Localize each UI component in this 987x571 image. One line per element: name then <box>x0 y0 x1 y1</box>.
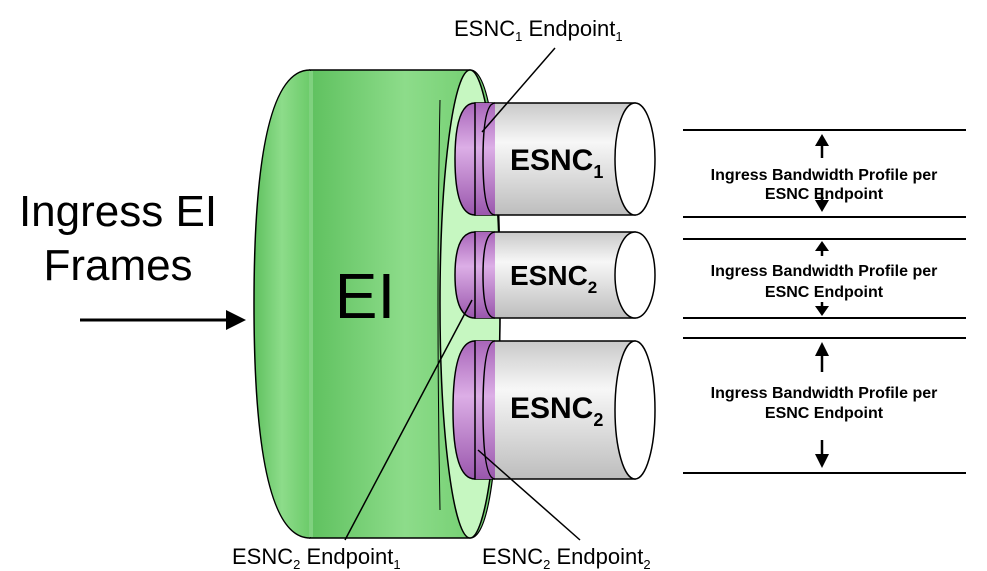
bandwidth-profile-3: Ingress Bandwidth Profile per ESNC Endpo… <box>683 337 966 474</box>
ingress-label: Ingress EI Frames <box>19 187 217 290</box>
ei-label: EI <box>335 260 395 332</box>
endpoint-band-2 <box>475 232 495 318</box>
endpoint-band-1 <box>475 103 495 215</box>
esnc-cylinder-1: ESNC1 <box>454 102 656 216</box>
esnc-label-2: ESNC2 <box>510 260 597 297</box>
profile-2-line1: Ingress Bandwidth Profile per <box>711 263 938 280</box>
esnc-cylinder-3: ESNC2 <box>452 340 656 480</box>
profile-1-line2: ESNC Endpoint <box>765 186 884 203</box>
ingress-label-line1: Ingress EI <box>19 187 217 236</box>
callout-bottom-right: ESNC2 Endpoint2 <box>477 449 651 571</box>
callout-bottom-left: ESNC2 Endpoint1 <box>232 299 473 571</box>
callout-bottom-right-label: ESNC2 Endpoint2 <box>482 544 651 571</box>
bandwidth-profile-1: Ingress Bandwidth Profile per ESNC Endpo… <box>683 129 966 218</box>
profile-2-line2: ESNC Endpoint <box>765 284 884 301</box>
esnc-label-3: ESNC2 <box>510 392 603 430</box>
callout-bottom-left-label: ESNC2 Endpoint1 <box>232 544 401 571</box>
profile-1-line1: Ingress Bandwidth Profile per <box>711 167 938 184</box>
endpoint-band-3 <box>475 341 495 479</box>
esnc-cylinder-2: ESNC2 <box>454 231 656 319</box>
esnc-label-1: ESNC1 <box>510 144 603 182</box>
bandwidth-profile-2: Ingress Bandwidth Profile per ESNC Endpo… <box>683 238 966 319</box>
ingress-arrow <box>80 310 246 330</box>
ingress-label-line2: Frames <box>43 241 192 290</box>
profile-3-line1: Ingress Bandwidth Profile per <box>711 385 938 402</box>
profile-3-line2: ESNC Endpoint <box>765 405 884 422</box>
callout-top-label: ESNC1 Endpoint1 <box>454 16 623 44</box>
callout-top: ESNC1 Endpoint1 <box>454 16 623 133</box>
